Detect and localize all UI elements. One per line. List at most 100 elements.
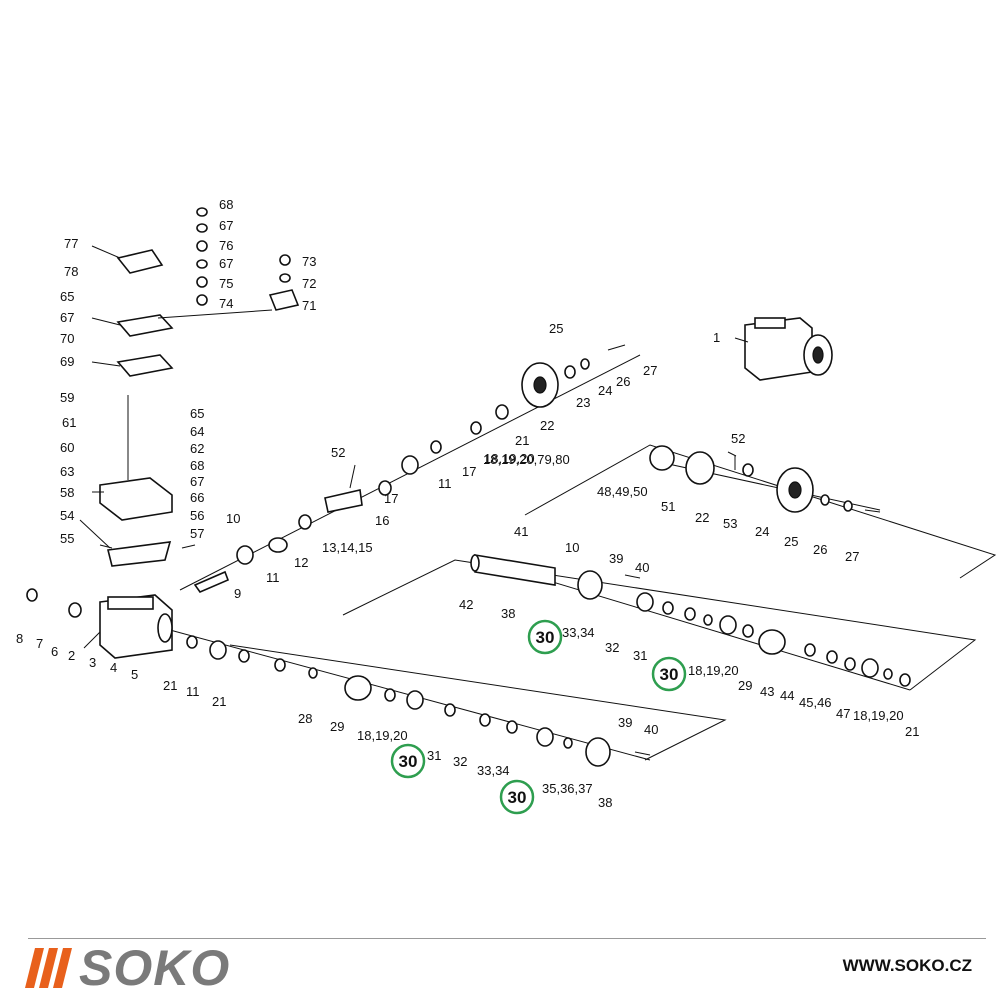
part-label: 26 (616, 374, 630, 389)
part-label: 76 (219, 238, 233, 253)
part-label: 51 (661, 499, 675, 514)
callout-30-d: 30 (499, 779, 535, 815)
part-label: 18,19,20 (853, 708, 904, 723)
part-label: 9 (234, 586, 241, 601)
logo-stripes-icon (25, 948, 72, 988)
part-label: 17 (462, 464, 476, 479)
part-label: 8 (16, 631, 23, 646)
part-label: 11 (186, 684, 200, 699)
part-label: 1 (713, 330, 720, 345)
part-label: 26 (813, 542, 827, 557)
part-label: 33,34 (562, 625, 595, 640)
input-shaft (474, 554, 556, 586)
brand-name: SOKO (79, 940, 231, 996)
part-label: 13,14,15 (322, 540, 373, 555)
callout-30-c: 30 (390, 743, 426, 779)
highlight-label: 30 (508, 788, 527, 807)
part-label: 65 (60, 289, 74, 304)
part-label: 11 (438, 476, 452, 491)
part-label: 25 (784, 534, 798, 549)
part-label: 55 (60, 531, 74, 546)
part-label: 7 (36, 636, 43, 651)
highlight-label: 30 (399, 752, 418, 771)
part-label: 39 (618, 715, 632, 730)
part-label: 23 (576, 395, 590, 410)
part-label: 22 (540, 418, 554, 433)
part-label: 25 (549, 321, 563, 336)
part-label: 41 (514, 524, 528, 539)
part-label: 63 (60, 464, 74, 479)
part-label: 21 (905, 724, 919, 739)
part-label: 67 (190, 474, 204, 489)
part-label: 27 (643, 363, 657, 378)
part-label: 43 (760, 684, 774, 699)
part-label: 12 (294, 555, 308, 570)
part-label: 3 (89, 655, 96, 670)
part-label: 21 (163, 678, 177, 693)
part-label: 73 (302, 254, 316, 269)
part-label: 39 (609, 551, 623, 566)
part-label: 21 (515, 433, 529, 448)
part-label: 11 (266, 570, 280, 585)
part-label: 53 (723, 516, 737, 531)
part-label: 17 (384, 491, 398, 506)
part-label: 68 (219, 197, 233, 212)
highlight-label: 30 (536, 628, 555, 647)
callout-30-a: 30 (527, 619, 563, 655)
part-label: 69 (60, 354, 74, 369)
footer-divider (28, 938, 986, 939)
leader-lines (79, 245, 749, 649)
part-label: 78 (64, 264, 78, 279)
part-label: 31 (427, 748, 441, 763)
parts (26, 207, 911, 767)
part-label: 61 (62, 415, 76, 430)
part-label: 42 (459, 597, 473, 612)
part-label: 74 (219, 296, 233, 311)
part-label: 24 (598, 383, 612, 398)
part-label: 29 (738, 678, 752, 693)
part-label: 31 (633, 648, 647, 663)
part-label: 28 (298, 711, 312, 726)
soko-logo: SOKO (25, 940, 231, 996)
part-label: 18,19,20 (688, 663, 739, 678)
part-label: 59 (60, 390, 74, 405)
part-label: 71 (302, 298, 316, 313)
part-label: 56 (190, 508, 204, 523)
part-label: 18,19,20 (357, 728, 408, 743)
part-label: 58 (60, 485, 74, 500)
website-link[interactable]: WWW.SOKO.CZ (842, 956, 972, 975)
part-label: 5 (131, 667, 138, 682)
part-label: 47 (836, 706, 850, 721)
cover-block (99, 477, 173, 521)
part-label: 70 (60, 331, 74, 346)
part-label: 67 (219, 256, 233, 271)
callout-30-b: 30 (651, 656, 687, 692)
part-label: 60 (60, 440, 74, 455)
part-label: 48,49,50 (597, 484, 648, 499)
part-label: 44 (780, 688, 794, 703)
part-label: 67 (219, 218, 233, 233)
part-label: 68 (190, 458, 204, 473)
part-label: 52 (731, 431, 745, 446)
part-label: 52 (331, 445, 345, 460)
part-label: 35,36,37 (542, 781, 593, 796)
part-label: 32 (605, 640, 619, 655)
part-label: 4 (110, 660, 117, 675)
part-label: 18,19,20,79,80 (483, 452, 570, 467)
part-label: 40 (635, 560, 649, 575)
part-label: 24 (755, 524, 769, 539)
part-label: 27 (845, 549, 859, 564)
part-label: 21 (212, 694, 226, 709)
part-label: 72 (302, 276, 316, 291)
part-label: 33,34 (477, 763, 510, 778)
part-label: 54 (60, 508, 74, 523)
part-labels: 1 2 3 4 5 6 7 8 9 10 10 11 11 11 12 13,1… (16, 197, 919, 810)
part-label: 77 (64, 236, 78, 251)
part-label: 38 (501, 606, 515, 621)
part-label: 6 (51, 644, 58, 659)
highlight-callouts: 30 30 30 30 (390, 619, 687, 815)
part-label: 45,46 (799, 695, 832, 710)
main-housing (99, 594, 173, 659)
part-label: 64 (190, 424, 204, 439)
